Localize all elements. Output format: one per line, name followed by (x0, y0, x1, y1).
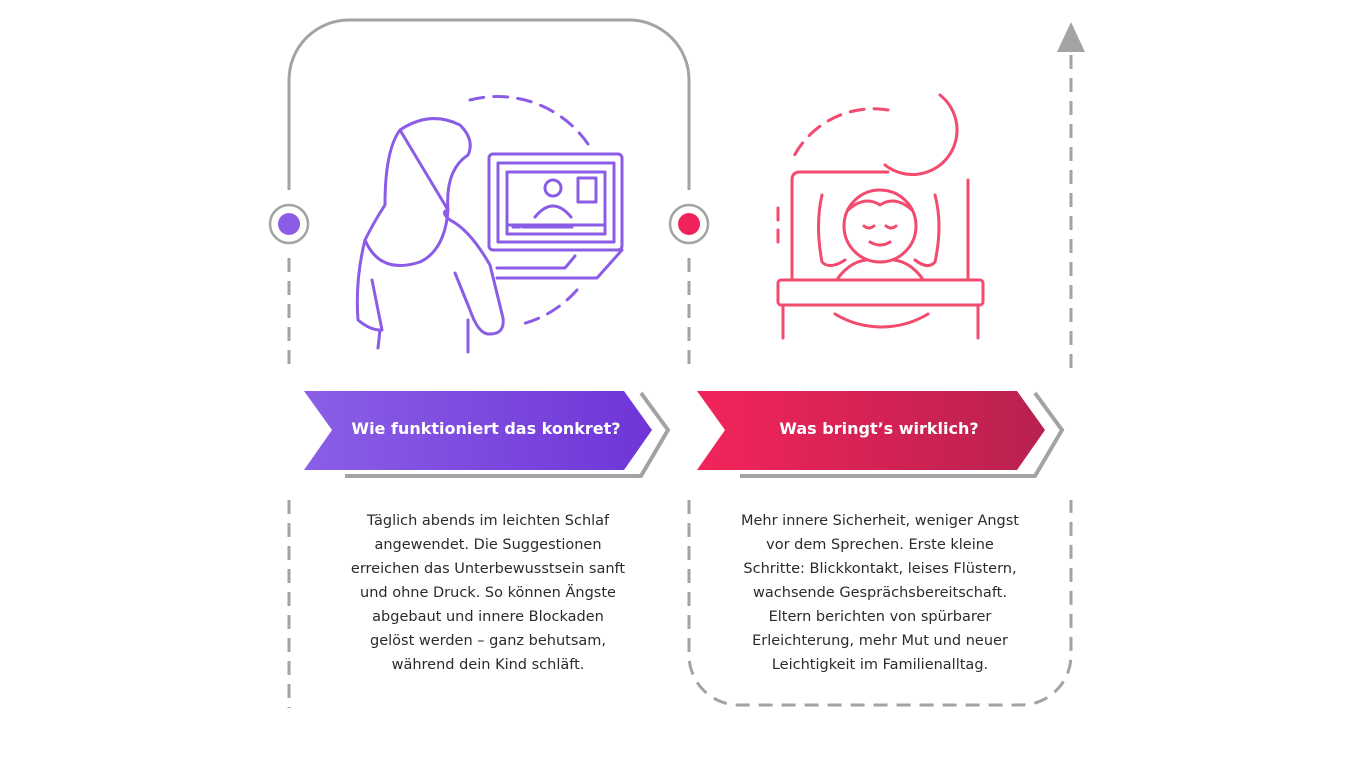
step-marker-2 (668, 203, 710, 245)
step-2-description: Mehr innere Sicherheit, weniger Angst vo… (710, 509, 1050, 677)
chevron-banner-1 (304, 391, 671, 478)
text-line: Mehr innere Sicherheit, weniger Angst (740, 513, 1019, 529)
arrow-up-icon (1057, 22, 1085, 52)
step-1-title: Wie funktioniert das konkret? (351, 419, 621, 438)
text-line: vor dem Sprechen. Erste kleine (766, 537, 994, 553)
step-1-description: Täglich abends im leichten Schlaf angewe… (318, 509, 658, 677)
text-line: Täglich abends im leichten Schlaf (366, 513, 610, 529)
timeline-connector (287, 18, 1073, 708)
woman-watching-video-icon (355, 95, 624, 354)
text-line: Eltern berichten von spürbarer (768, 609, 992, 625)
text-line: Erleichterung, mehr Mut und neuer (752, 633, 1008, 649)
step-2-title: Was bringt’s wirklich? (779, 419, 979, 438)
step-marker-1 (268, 203, 310, 245)
text-line: erreichen das Unterbewusstsein sanft (350, 561, 626, 577)
chevron-banner-2 (697, 391, 1065, 478)
text-line: Schritte: Blickkontakt, leises Flüstern, (743, 561, 1017, 577)
text-line: angewendet. Die Suggestionen (374, 537, 602, 553)
text-line: abgebaut und innere Blockaden (372, 609, 604, 625)
text-line: während dein Kind schläft. (391, 657, 585, 673)
sleeping-child-moon-icon (776, 93, 985, 340)
text-line: Leichtigkeit im Familienalltag. (771, 657, 989, 673)
text-line: und ohne Druck. So können Ängste (360, 585, 616, 601)
text-line: gelöst werden – ganz behutsam, (369, 633, 606, 649)
text-line: wachsende Gesprächsbereitschaft. (753, 585, 1007, 601)
